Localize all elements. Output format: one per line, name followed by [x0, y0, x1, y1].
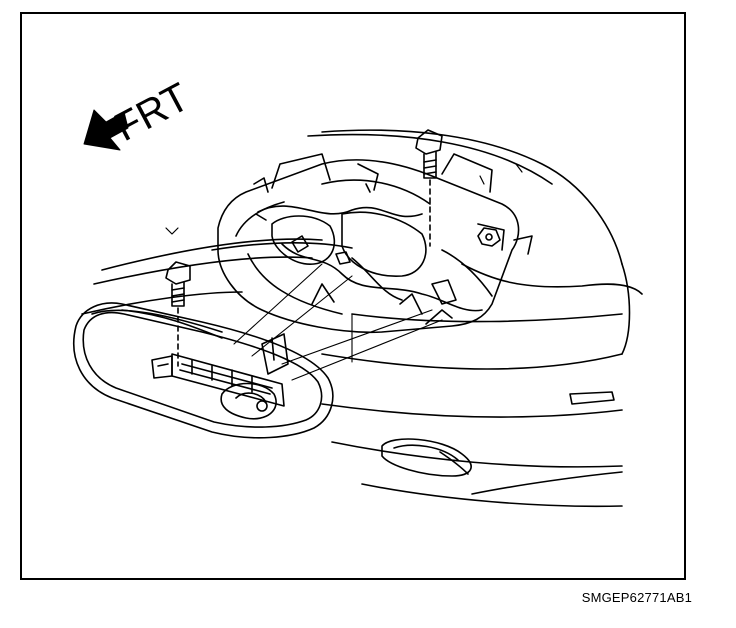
mounting-nut [477, 227, 501, 247]
front-arrow-icon [83, 109, 129, 151]
figure-frame: FRT [20, 12, 686, 580]
upper-mounting-bolt [415, 129, 443, 179]
exploded-view-drawing: FRT [72, 75, 643, 508]
figure-reference-code: SMGEP62771AB1 [581, 590, 692, 605]
headlamp-assembly [72, 302, 334, 439]
alignment-guide-lines [233, 263, 443, 381]
wiring-harness [257, 205, 643, 312]
vehicle-front-fascia [81, 129, 631, 508]
headlamp-mounting-bracket [217, 153, 533, 334]
front-direction-label: FRT [108, 75, 197, 150]
body-detail-marks [165, 163, 523, 235]
fog-lamp-opening [381, 438, 472, 477]
lower-mounting-bolt [165, 261, 191, 307]
